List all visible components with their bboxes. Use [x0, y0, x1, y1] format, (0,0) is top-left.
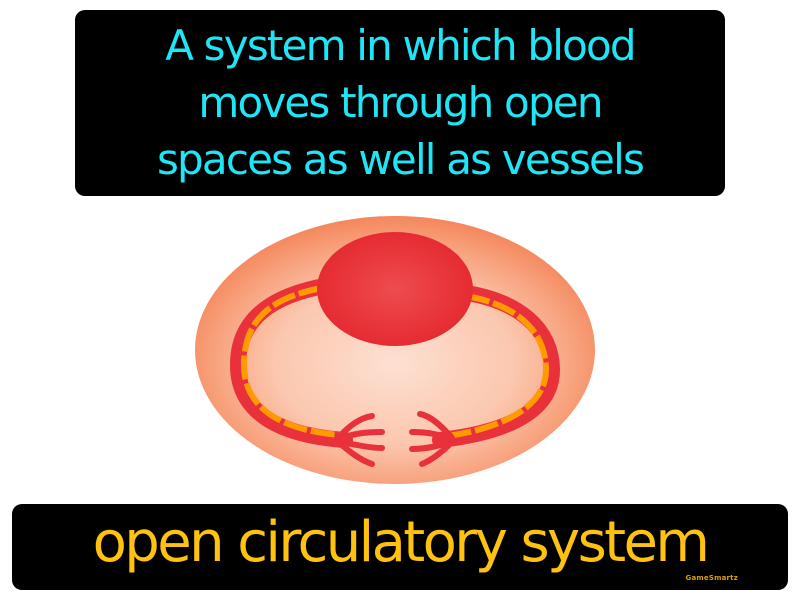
term-text: open circulatory system — [92, 510, 710, 575]
right-vessel — [432, 284, 561, 448]
definition-box: A system in which blood moves through op… — [75, 10, 725, 196]
left-capillary-ends — [335, 413, 385, 467]
body-cavity — [195, 216, 595, 484]
heart — [317, 232, 473, 346]
term-box: open circulatory system GameSmartz — [12, 504, 788, 590]
open-circulatory-system-illustration — [190, 210, 600, 490]
right-capillary-ends — [409, 411, 455, 467]
brand-watermark: GameSmartz — [685, 574, 738, 582]
definition-text: A system in which blood moves through op… — [156, 20, 645, 184]
